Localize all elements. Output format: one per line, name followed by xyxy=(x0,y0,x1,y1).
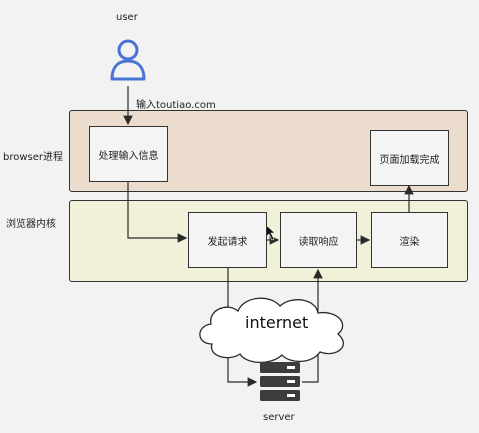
mouse-cursor-icon xyxy=(265,224,276,241)
user-icon xyxy=(110,39,146,81)
browser-process-label: browser进程 xyxy=(3,152,64,163)
render-node: 渲染 xyxy=(371,212,448,268)
arrow-handle-input-to-send-request xyxy=(127,182,188,243)
input-url-label: 输入toutiao.com xyxy=(136,100,216,111)
send-request-node: 发起请求 xyxy=(188,212,267,268)
page-loaded-label: 页面加载完成 xyxy=(379,154,440,166)
arrow-server-to-read-response xyxy=(302,268,323,383)
internet-label: internet xyxy=(245,313,309,332)
server-icon xyxy=(260,362,300,401)
handle-input-label: 处理输入信息 xyxy=(98,150,159,162)
browser-kernel-label: 浏览器内核 xyxy=(6,219,56,230)
internet-cloud xyxy=(199,297,344,364)
handle-input-node: 处理输入信息 xyxy=(89,126,168,182)
page-loaded-node: 页面加载完成 xyxy=(370,130,449,186)
server-label: server xyxy=(263,412,295,423)
read-response-label: 读取响应 xyxy=(298,236,339,248)
user-label: user xyxy=(116,12,138,23)
render-label: 渲染 xyxy=(399,236,420,248)
send-request-label: 发起请求 xyxy=(207,236,248,248)
arrow-send-request-to-server xyxy=(227,268,258,387)
read-response-node: 读取响应 xyxy=(280,212,357,268)
